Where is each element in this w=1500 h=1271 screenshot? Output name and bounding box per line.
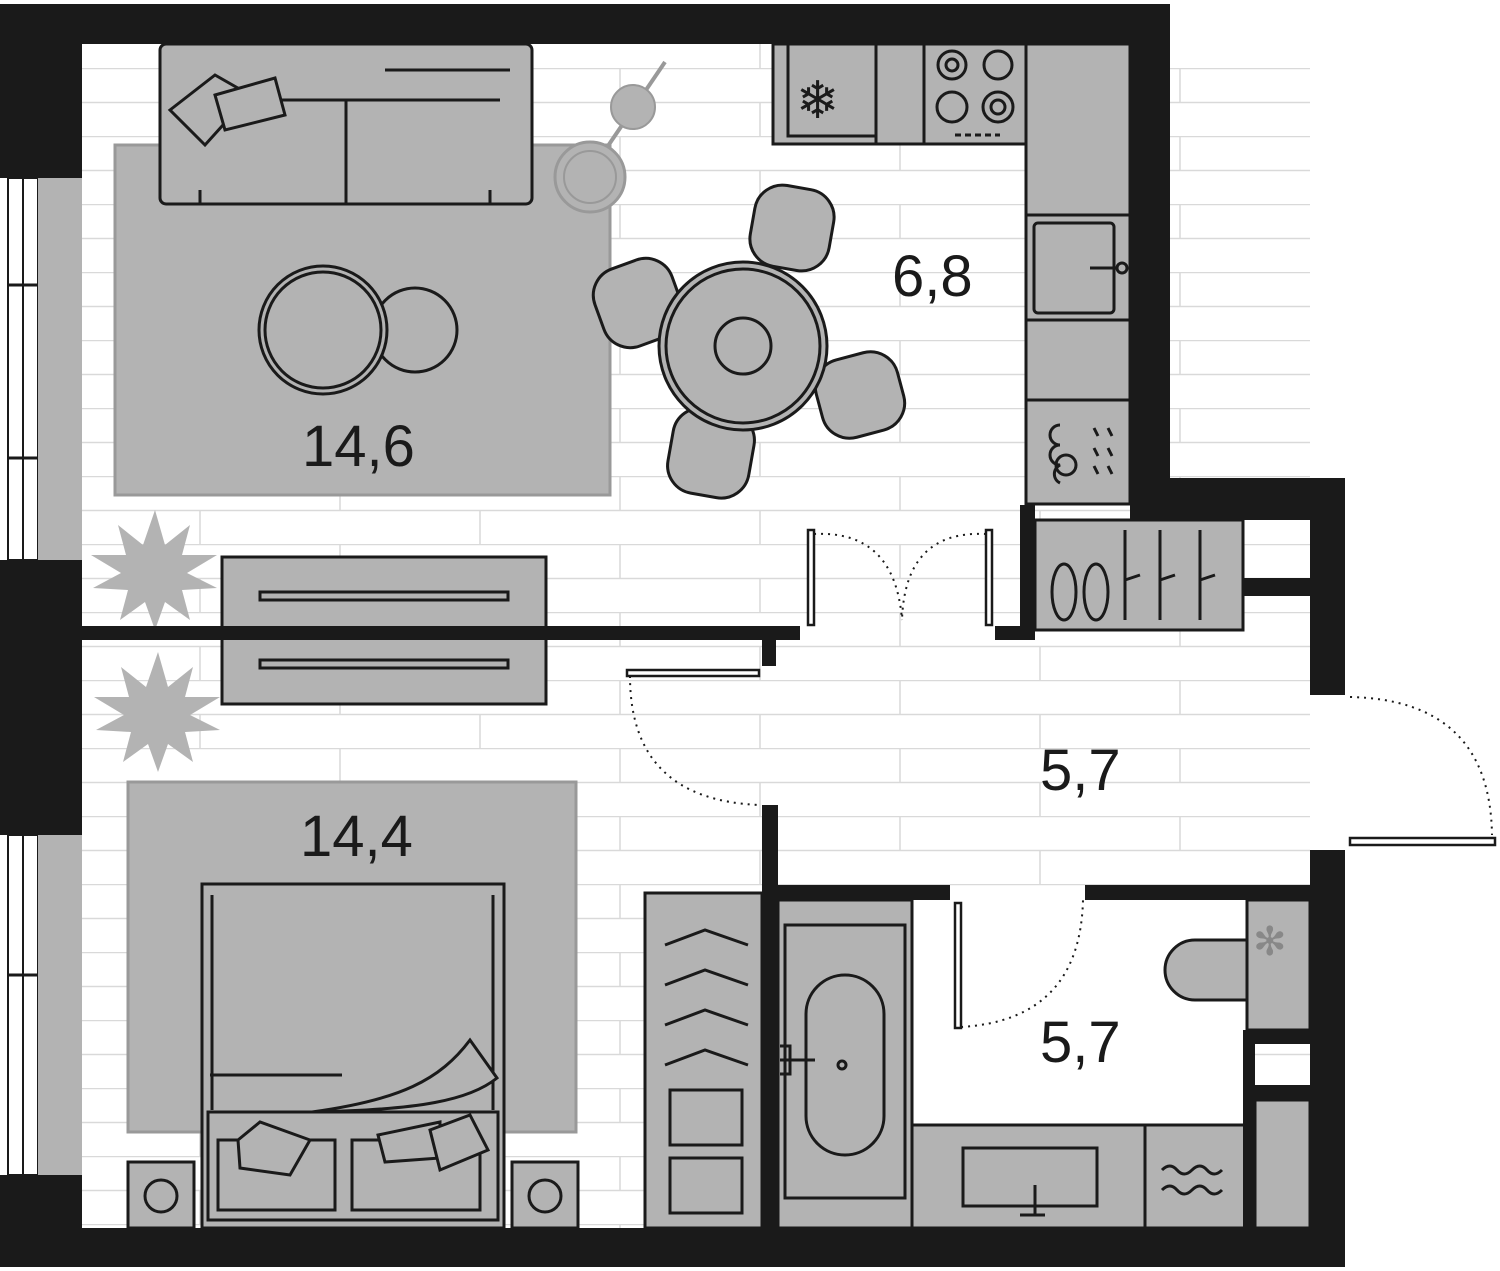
room-area-living: 14,6 — [302, 414, 415, 479]
room-area-bedroom: 14,4 — [300, 804, 413, 869]
side-counter — [1024, 42, 1132, 506]
living-room: 14,6 — [113, 42, 667, 497]
doors[interactable] — [625, 528, 1497, 1030]
plant-icon: ✻ — [1253, 919, 1287, 965]
kitchen: ❄ — [591, 42, 1132, 506]
walls — [0, 4, 1345, 1267]
vanity — [910, 1123, 1147, 1230]
plant-icon — [91, 510, 217, 630]
plant-icon — [94, 652, 220, 772]
room-area-bathroom: 5,7 — [1040, 1010, 1121, 1075]
snowflake-icon: ❄ — [796, 71, 840, 131]
windows[interactable] — [7, 177, 82, 1176]
sofa — [158, 42, 534, 206]
toilet: ✻ — [1163, 898, 1312, 1032]
cooktop-icon — [935, 49, 1015, 137]
bed — [200, 882, 506, 1230]
closet — [1033, 518, 1245, 632]
plants — [91, 510, 220, 772]
dishwasher-icon — [1048, 423, 1114, 485]
room-area-hallway: 5,7 — [1040, 738, 1121, 803]
bedroom: 14,4 — [126, 780, 764, 1230]
wardrobe — [643, 891, 764, 1230]
upper-counter: ❄ — [771, 42, 1028, 146]
floor-lamp — [553, 60, 667, 214]
room-area-kitchen: 6,8 — [892, 244, 973, 309]
coffee-tables — [257, 264, 459, 396]
dining-set — [591, 183, 907, 500]
washing-machine — [1143, 1123, 1247, 1230]
bathroom: ✻ 5,7 — [776, 898, 1312, 1230]
floor-tile-bathroom — [912, 900, 1247, 1125]
bathtub — [776, 898, 914, 1230]
